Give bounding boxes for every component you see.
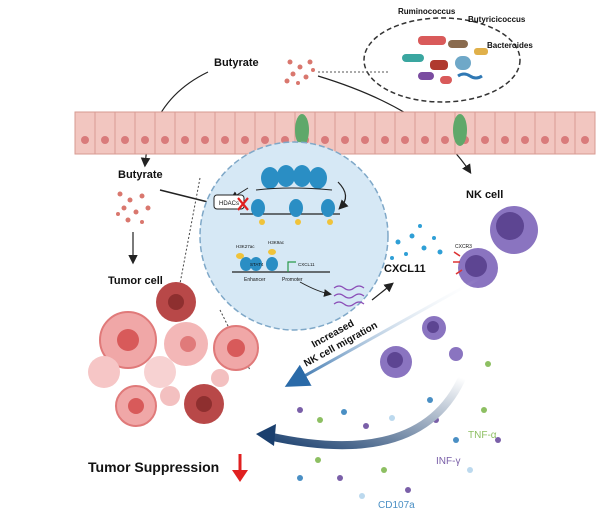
label-ifn: INF-γ bbox=[436, 456, 460, 467]
bacterium-icon bbox=[418, 36, 446, 45]
inhibition-line bbox=[159, 189, 213, 204]
label-ruminococcus: Ruminococcus bbox=[398, 7, 456, 16]
label-tumor-cell: Tumor cell bbox=[108, 275, 163, 287]
cxcr3-receptor-icon bbox=[453, 251, 463, 275]
chromatin-relaxed bbox=[240, 199, 340, 225]
label-bacteroides: Bacteroides bbox=[487, 41, 533, 50]
label-hdacs: HDACs bbox=[219, 201, 239, 207]
goblet-cell bbox=[295, 114, 309, 146]
suppression-curve-arrow bbox=[267, 376, 466, 450]
label-cxcl11: CXCL11 bbox=[384, 263, 426, 275]
down-arrow-head-icon bbox=[232, 470, 248, 482]
label-tumor-suppression: Tumor Suppression bbox=[88, 459, 219, 475]
bacterium-icon bbox=[448, 40, 468, 48]
label-promoter: Promoter bbox=[282, 277, 303, 283]
arrow-chromatin bbox=[337, 181, 349, 210]
bacterium-icon bbox=[402, 54, 424, 62]
bacterium-icon bbox=[457, 72, 483, 80]
label-nk-cell: NK cell bbox=[466, 189, 503, 201]
migration-arrow bbox=[284, 276, 481, 387]
label-butyrate-top: Butyrate bbox=[214, 57, 259, 69]
block-x-icon bbox=[237, 197, 249, 211]
mrna-icon bbox=[333, 285, 365, 291]
tumor-cells bbox=[88, 282, 259, 427]
bacteria-cluster: Ruminococcus Butyricicoccus Bacteroides bbox=[363, 7, 533, 103]
bacterium-icon bbox=[474, 48, 488, 55]
bacterium-icon bbox=[455, 56, 471, 70]
bacterium-icon bbox=[418, 72, 434, 80]
label-stat4: STAT4 bbox=[250, 262, 264, 267]
epithelium-layer bbox=[74, 111, 596, 155]
goblet-cell bbox=[453, 114, 467, 146]
butyrate-dots-top bbox=[284, 59, 315, 85]
chemokine-dots bbox=[390, 224, 443, 260]
label-cxcl11-gene: CXCL11 bbox=[298, 262, 315, 267]
label-h3k27ac: H3K27ac bbox=[236, 244, 255, 249]
bacterium-icon bbox=[440, 76, 452, 84]
nk-cell bbox=[449, 347, 463, 361]
label-tnf: TNF-α bbox=[468, 430, 497, 441]
label-butyricicoccus: Butyricicoccus bbox=[468, 15, 526, 24]
arrow-transcription bbox=[299, 281, 332, 297]
label-cxcr3: CXCR3 bbox=[455, 244, 472, 250]
nucleus-zoom: HDACs H3K27ac H3K9ac STAT4 CXCL11 Enhanc… bbox=[199, 141, 389, 331]
arrow-to-cxcl11 bbox=[371, 282, 394, 301]
label-cd107a: CD107a bbox=[378, 500, 415, 511]
chromatin-open bbox=[255, 165, 333, 191]
nk-cells: CXCR3 bbox=[380, 206, 538, 378]
mrna-icon bbox=[333, 293, 365, 299]
butyrate-dots-left bbox=[116, 191, 151, 224]
label-butyrate-left: Butyrate bbox=[118, 169, 163, 181]
mrna-icon bbox=[333, 301, 365, 307]
label-enhancer: Enhancer bbox=[244, 277, 266, 283]
label-h3k9ac: H3K9ac bbox=[268, 240, 285, 245]
suppression-arrow-head bbox=[256, 424, 276, 446]
bacterium-icon bbox=[430, 60, 448, 70]
